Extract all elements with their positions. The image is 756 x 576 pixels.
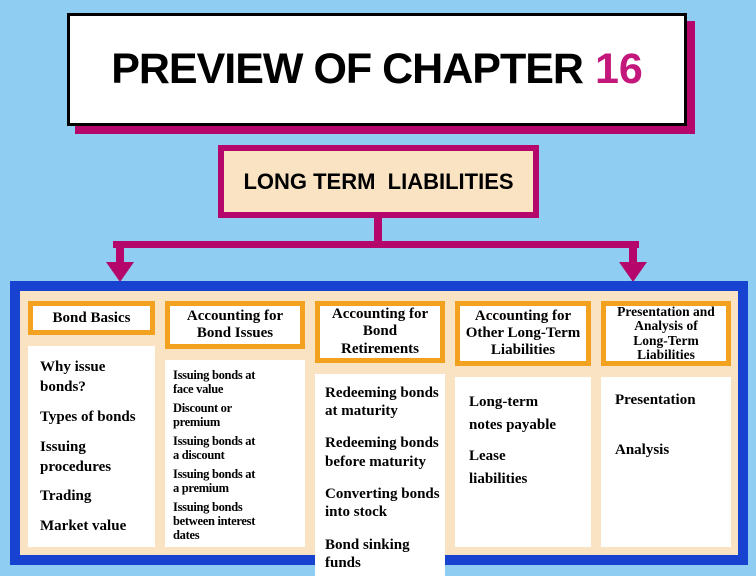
list-item: Issuing bonds at a discount <box>173 434 256 462</box>
column-body: Redeeming bonds at maturity Redeeming bo… <box>315 373 445 576</box>
connector-right-shaft <box>629 247 637 264</box>
connector-stem <box>374 216 382 243</box>
subtitle-text: LONG TERM LIABILITIES <box>243 168 514 194</box>
list-item: Discount or premium <box>173 401 232 429</box>
column-other-long-term-liabilities: Accounting for Other Long-Term Liabiliti… <box>455 301 591 547</box>
list-item: Long-term notes payable <box>469 394 557 433</box>
list-item: Bond sinking funds <box>325 536 410 571</box>
arrow-down-icon <box>619 262 647 282</box>
column-header: Bond Basics <box>28 301 155 336</box>
list-item: Why issue bonds? <box>40 359 106 396</box>
column-header: Accounting for Other Long-Term Liabiliti… <box>455 301 591 366</box>
list-item: Issuing bonds at face value <box>173 368 256 396</box>
column-bond-retirements: Accounting for Bond Retirements Redeemin… <box>315 301 445 576</box>
list-item: Issuing bonds between interest dates <box>173 500 256 542</box>
list-item: Issuing procedures <box>40 438 112 475</box>
list-item: Issuing bonds at a premium <box>173 467 256 495</box>
list-item: Redeeming bonds at maturity <box>325 384 439 420</box>
column-header: Accounting for Bond Retirements <box>315 301 445 363</box>
column-body: Presentation Analysis <box>601 377 731 547</box>
column-bond-issues: Accounting for Bond Issues Issuing bonds… <box>165 301 305 547</box>
list-item: Converting bonds into stock <box>325 485 440 521</box>
list-item: Lease liabilities <box>469 448 528 487</box>
list-item: Types of bonds <box>40 409 136 426</box>
list-item: Analysis <box>615 441 670 458</box>
list-item: Trading <box>40 488 92 505</box>
chapter-number: 16 <box>594 45 643 93</box>
column-header: Accounting for Bond Issues <box>165 301 305 349</box>
page-title: PREVIEW OF CHAPTER <box>111 45 584 93</box>
column-body: Why issue bonds? Types of bonds Issuing … <box>28 346 155 547</box>
column-bond-basics: Bond Basics Why issue bonds? Types of bo… <box>28 301 155 547</box>
column-header: Presentation and Analysis of Long-Term L… <box>601 301 731 366</box>
connector-horizontal-line <box>113 241 639 248</box>
connector-left-shaft <box>116 247 124 264</box>
arrow-down-icon <box>106 262 134 282</box>
title-box: PREVIEW OF CHAPTER 16 <box>67 13 687 126</box>
column-presentation-analysis: Presentation and Analysis of Long-Term L… <box>601 301 731 547</box>
column-body: Long-term notes payable Lease liabilitie… <box>455 377 591 547</box>
column-body: Issuing bonds at face value Discount or … <box>165 360 305 547</box>
list-item: Presentation <box>615 392 696 408</box>
overview-container: Bond Basics Why issue bonds? Types of bo… <box>10 281 748 576</box>
list-item: Redeeming bonds before maturity <box>325 435 439 470</box>
list-item: Market value <box>40 518 127 535</box>
subtitle-box: LONG TERM LIABILITIES <box>218 145 539 218</box>
